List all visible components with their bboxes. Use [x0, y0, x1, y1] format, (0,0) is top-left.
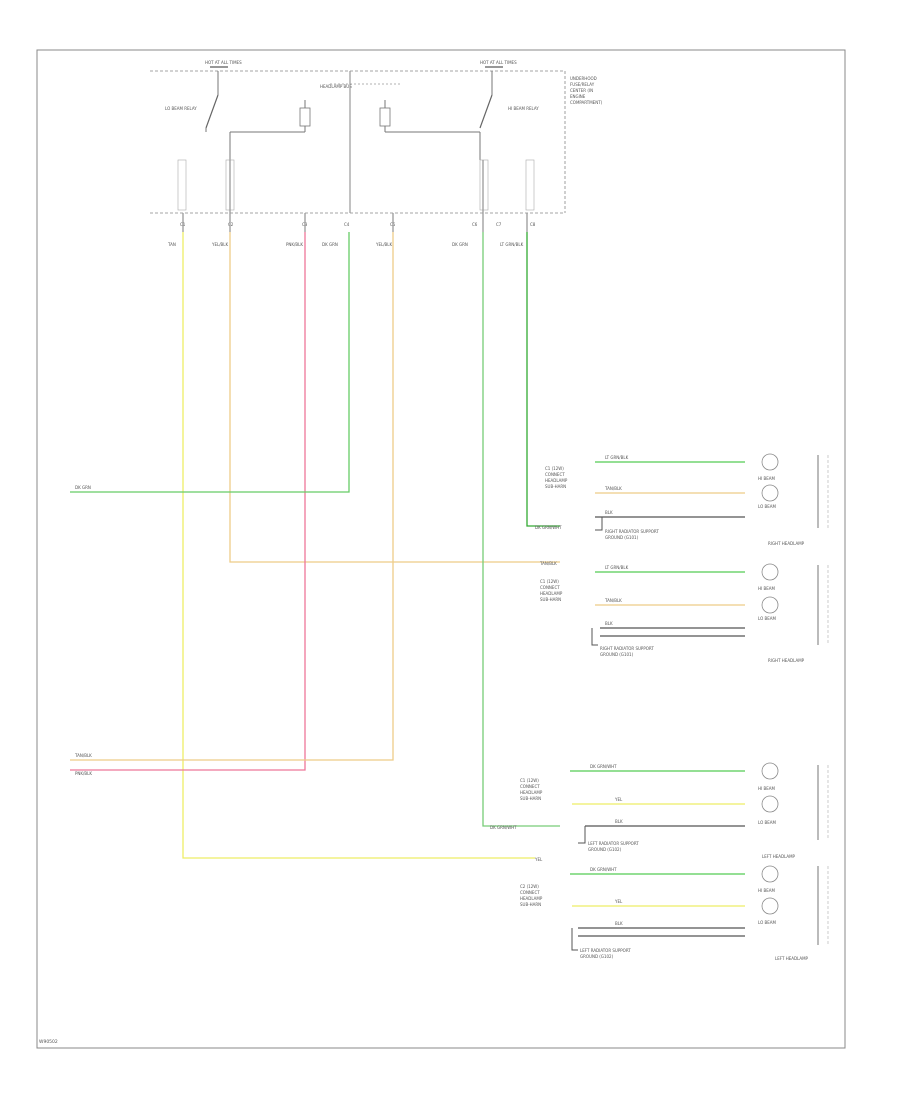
right-headlamp-inner-label: RIGHT HEADLAMP: [768, 541, 805, 546]
left-relay-label: LO BEAM RELAY: [165, 106, 197, 111]
svg-text:HEADLAMP: HEADLAMP: [540, 591, 563, 596]
svg-text:SUB-HARN: SUB-HARN: [520, 796, 541, 801]
svg-text:TAN/BLK: TAN/BLK: [539, 561, 557, 566]
right-headlamp-outer-label: RIGHT HEADLAMP: [768, 658, 805, 663]
lo-beam-bulb-icon: [761, 795, 779, 813]
svg-text:CENTER (IN: CENTER (IN: [570, 88, 593, 93]
svg-text:YEL: YEL: [614, 899, 623, 904]
svg-text:SUB-HARN: SUB-HARN: [520, 902, 541, 907]
svg-text:C1 (12W): C1 (12W): [540, 579, 559, 584]
svg-text:DK GRN: DK GRN: [452, 242, 468, 247]
left-headlamp-inner: C1 (12W) CONNECT HEADLAMP SUB-HARN DK GR…: [520, 762, 829, 859]
right-headlamp-inner: C1 (12W) CONNECT HEADLAMP SUB-HARN LT GR…: [545, 453, 829, 546]
svg-text:TAN/BLK: TAN/BLK: [604, 598, 622, 603]
lo-beam-bulb-icon: [761, 596, 779, 614]
svg-text:RIGHT RADIATOR SUPPORT: RIGHT RADIATOR SUPPORT: [600, 646, 654, 651]
hi-beam-bulb-icon: [761, 865, 779, 883]
svg-text:GROUND (G101): GROUND (G101): [600, 652, 634, 657]
lo-beam-bulb-icon: [761, 897, 779, 915]
svg-text:HI BEAM: HI BEAM: [758, 476, 775, 481]
left-fuse-label: HOT AT ALL TIMES: [205, 60, 242, 65]
svg-text:DK GRN/WHT: DK GRN/WHT: [590, 867, 617, 872]
fuse-relay-center: HOT AT ALL TIMES HOT AT ALL TIMES HEADLA…: [150, 60, 603, 247]
figure-id: W90502: [39, 1039, 58, 1045]
svg-text:SUB-HARN: SUB-HARN: [540, 597, 561, 602]
svg-text:ENGINE: ENGINE: [570, 94, 586, 99]
diagram-frame: [36, 49, 846, 1049]
svg-text:GROUND (G102): GROUND (G102): [580, 954, 614, 959]
module-note: UNDERHOOD FUSE/RELAY CENTER (IN ENGINE C…: [570, 76, 603, 105]
svg-text:BLK: BLK: [605, 621, 613, 626]
svg-text:UNDERHOOD: UNDERHOOD: [570, 76, 597, 81]
svg-text:BLK: BLK: [615, 819, 623, 824]
svg-text:HEADLAMP: HEADLAMP: [520, 790, 543, 795]
conn-7: C7: [496, 222, 502, 227]
conn-6: C6: [472, 222, 478, 227]
left-feed-pnkblk: PNK/BLK: [75, 771, 92, 776]
svg-text:LO BEAM: LO BEAM: [758, 616, 777, 621]
svg-text:LO BEAM: LO BEAM: [758, 504, 777, 509]
svg-text:HI BEAM: HI BEAM: [758, 586, 775, 591]
svg-text:PNK/BLK: PNK/BLK: [286, 242, 303, 247]
svg-text:C2 (12W): C2 (12W): [520, 884, 539, 889]
svg-text:YEL: YEL: [614, 797, 623, 802]
svg-text:TAN: TAN: [167, 242, 176, 247]
left-feed-tanblk: TAN/BLK: [74, 753, 92, 758]
svg-text:DK GRN/WHT: DK GRN/WHT: [535, 525, 562, 530]
lo-beam-bulb-icon: [761, 484, 779, 502]
svg-text:CONNECT: CONNECT: [545, 472, 565, 477]
svg-text:BLK: BLK: [615, 921, 623, 926]
svg-text:LT GRN/BLK: LT GRN/BLK: [500, 242, 524, 247]
conn-8: C8: [530, 222, 536, 227]
svg-text:CONNECT: CONNECT: [520, 890, 540, 895]
svg-text:GROUND (G102): GROUND (G102): [588, 847, 622, 852]
svg-text:YEL/BLK: YEL/BLK: [375, 242, 393, 247]
svg-text:SUB-HARN: SUB-HARN: [545, 484, 566, 489]
svg-text:LEFT RADIATOR SUPPORT: LEFT RADIATOR SUPPORT: [588, 841, 639, 846]
svg-text:C1 (12W): C1 (12W): [545, 466, 564, 471]
headlamp-bus-label: HEADLAMP BUS: [320, 84, 352, 89]
svg-text:LT GRN/BLK: LT GRN/BLK: [605, 455, 629, 460]
svg-text:DK GRN/WHT: DK GRN/WHT: [490, 825, 517, 830]
svg-text:COMPARTMENT): COMPARTMENT): [570, 100, 603, 105]
svg-text:DK GRN: DK GRN: [322, 242, 338, 247]
svg-text:RIGHT RADIATOR SUPPORT: RIGHT RADIATOR SUPPORT: [605, 529, 659, 534]
left-headlamp-outer: C2 (12W) CONNECT HEADLAMP SUB-HARN DK GR…: [520, 865, 829, 961]
conn-2: C2: [228, 222, 234, 227]
svg-text:GROUND (G101): GROUND (G101): [605, 535, 639, 540]
svg-text:CONNECT: CONNECT: [540, 585, 560, 590]
svg-text:LEFT RADIATOR SUPPORT: LEFT RADIATOR SUPPORT: [580, 948, 631, 953]
svg-text:HI BEAM: HI BEAM: [758, 888, 775, 893]
wires: [70, 160, 560, 859]
svg-text:LO BEAM: LO BEAM: [758, 820, 777, 825]
svg-text:FUSE/RELAY: FUSE/RELAY: [570, 82, 595, 87]
hi-beam-bulb-icon: [761, 762, 779, 780]
right-relay-label: HI BEAM RELAY: [508, 106, 539, 111]
hi-beam-bulb-icon: [761, 563, 779, 581]
svg-text:BLK: BLK: [605, 510, 613, 515]
svg-text:YEL/BLK: YEL/BLK: [211, 242, 229, 247]
svg-text:YEL: YEL: [534, 857, 543, 862]
left-headlamp-outer-label: LEFT HEADLAMP: [775, 956, 809, 961]
svg-text:LO BEAM: LO BEAM: [758, 920, 777, 925]
svg-text:C1 (12W): C1 (12W): [520, 778, 539, 783]
hi-beam-bulb-icon: [761, 453, 779, 471]
svg-text:HEADLAMP: HEADLAMP: [520, 896, 543, 901]
left-feed-dkgrn: DK GRN: [75, 485, 91, 490]
right-fuse-label: HOT AT ALL TIMES: [480, 60, 517, 65]
svg-text:CONNECT: CONNECT: [520, 784, 540, 789]
right-headlamp-outer: C1 (12W) CONNECT HEADLAMP SUB-HARN LT GR…: [540, 563, 829, 663]
left-headlamp-inner-label: LEFT HEADLAMP: [762, 854, 796, 859]
svg-text:LT GRN/BLK: LT GRN/BLK: [605, 565, 629, 570]
svg-text:TAN/BLK: TAN/BLK: [604, 486, 622, 491]
svg-text:DK GRN/WHT: DK GRN/WHT: [590, 764, 617, 769]
svg-text:HI BEAM: HI BEAM: [758, 786, 775, 791]
conn-4: C4: [344, 222, 350, 227]
svg-text:HEADLAMP: HEADLAMP: [545, 478, 568, 483]
